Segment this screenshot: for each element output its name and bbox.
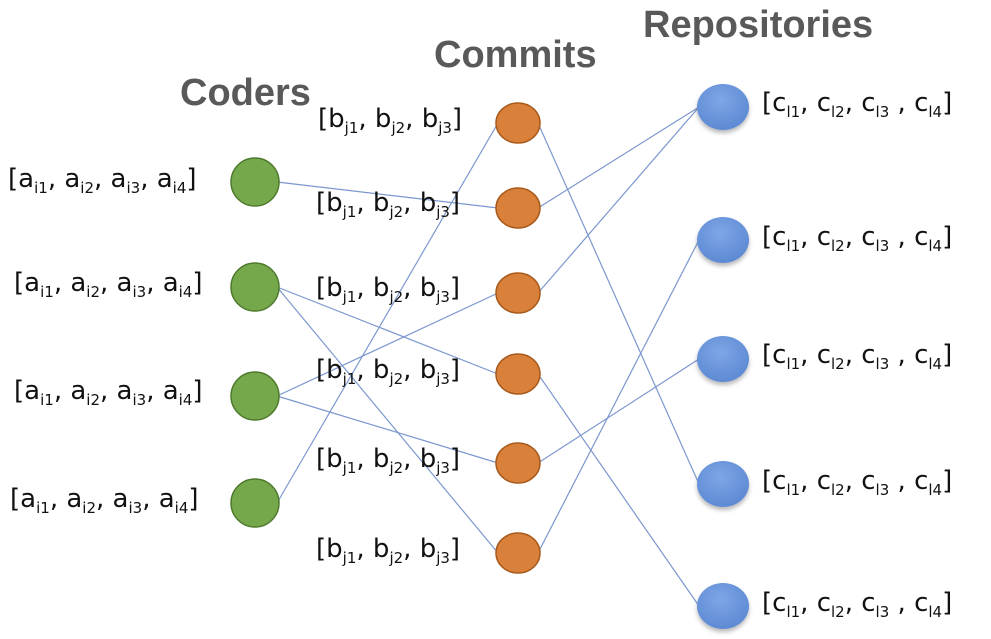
- repo-vector-label-3: [cl1, cl2, cl3 , cl4]: [762, 340, 953, 373]
- commits-title: Commits: [434, 34, 597, 76]
- repo-node-4: [697, 461, 749, 507]
- coder-vector-label-2: [ai1, ai2, ai3, ai4]: [14, 268, 203, 301]
- commit-node-4: [495, 353, 541, 395]
- commit-vector-label-5: [bj1, bj2, bj3]: [316, 444, 461, 477]
- edge-c2-m4: [276, 286, 499, 375]
- repositories-title: Repositories: [643, 4, 874, 46]
- repo-node-3: [697, 336, 749, 382]
- edge-c3-m3: [276, 292, 499, 397]
- repo-vector-label-1: [cl1, cl2, cl3 , cl4]: [762, 88, 953, 121]
- coder-node-4: [230, 478, 280, 528]
- commit-node-3: [495, 272, 541, 314]
- commit-vector-label-1: [bj1, bj2, bj3]: [318, 104, 463, 137]
- edges-layer: [276, 106, 700, 607]
- commit-vector-label-6: [bj1, bj2, bj3]: [316, 534, 461, 567]
- coder-node-2: [230, 262, 280, 312]
- coder-node-1: [230, 157, 280, 207]
- edge-c3-m5: [276, 395, 499, 464]
- repo-node-1: [697, 84, 749, 130]
- coder-vector-label-3: [ai1, ai2, ai3, ai4]: [14, 376, 203, 409]
- coder-node-3: [230, 371, 280, 421]
- edge-m4-r5: [537, 373, 700, 607]
- repo-vector-label-4: [cl1, cl2, cl3 , cl4]: [762, 466, 953, 499]
- commit-node-5: [495, 442, 541, 484]
- commit-node-1: [495, 102, 541, 144]
- commit-vector-label-3: [bj1, bj2, bj3]: [316, 273, 461, 306]
- coder-vector-label-1: [ai1, ai2, ai3, ai4]: [8, 164, 197, 197]
- commit-vector-label-2: [bj1, bj2, bj3]: [316, 188, 461, 221]
- edge-c2-m6: [276, 286, 499, 554]
- commit-vector-label-4: [bj1, bj2, bj3]: [316, 355, 461, 388]
- commit-node-2: [495, 187, 541, 229]
- repo-vector-label-5: [cl1, cl2, cl3 , cl4]: [762, 588, 953, 621]
- edge-c1-m2: [276, 181, 499, 209]
- coder-vector-label-4: [ai1, ai2, ai3, ai4]: [10, 484, 199, 517]
- edge-m3-r1: [537, 106, 700, 294]
- repo-node-2: [697, 217, 749, 263]
- repo-node-5: [697, 583, 749, 629]
- edge-c4-m1: [276, 122, 499, 504]
- edge-m2-r1: [537, 106, 700, 209]
- edge-m6-r2: [537, 239, 700, 554]
- repo-vector-label-2: [cl1, cl2, cl3 , cl4]: [762, 222, 953, 255]
- nodes-layer: [230, 84, 749, 629]
- edge-m5-r3: [537, 358, 700, 464]
- edge-m1-r4: [537, 122, 700, 485]
- commit-node-6: [495, 532, 541, 574]
- coders-title: Coders: [180, 72, 311, 114]
